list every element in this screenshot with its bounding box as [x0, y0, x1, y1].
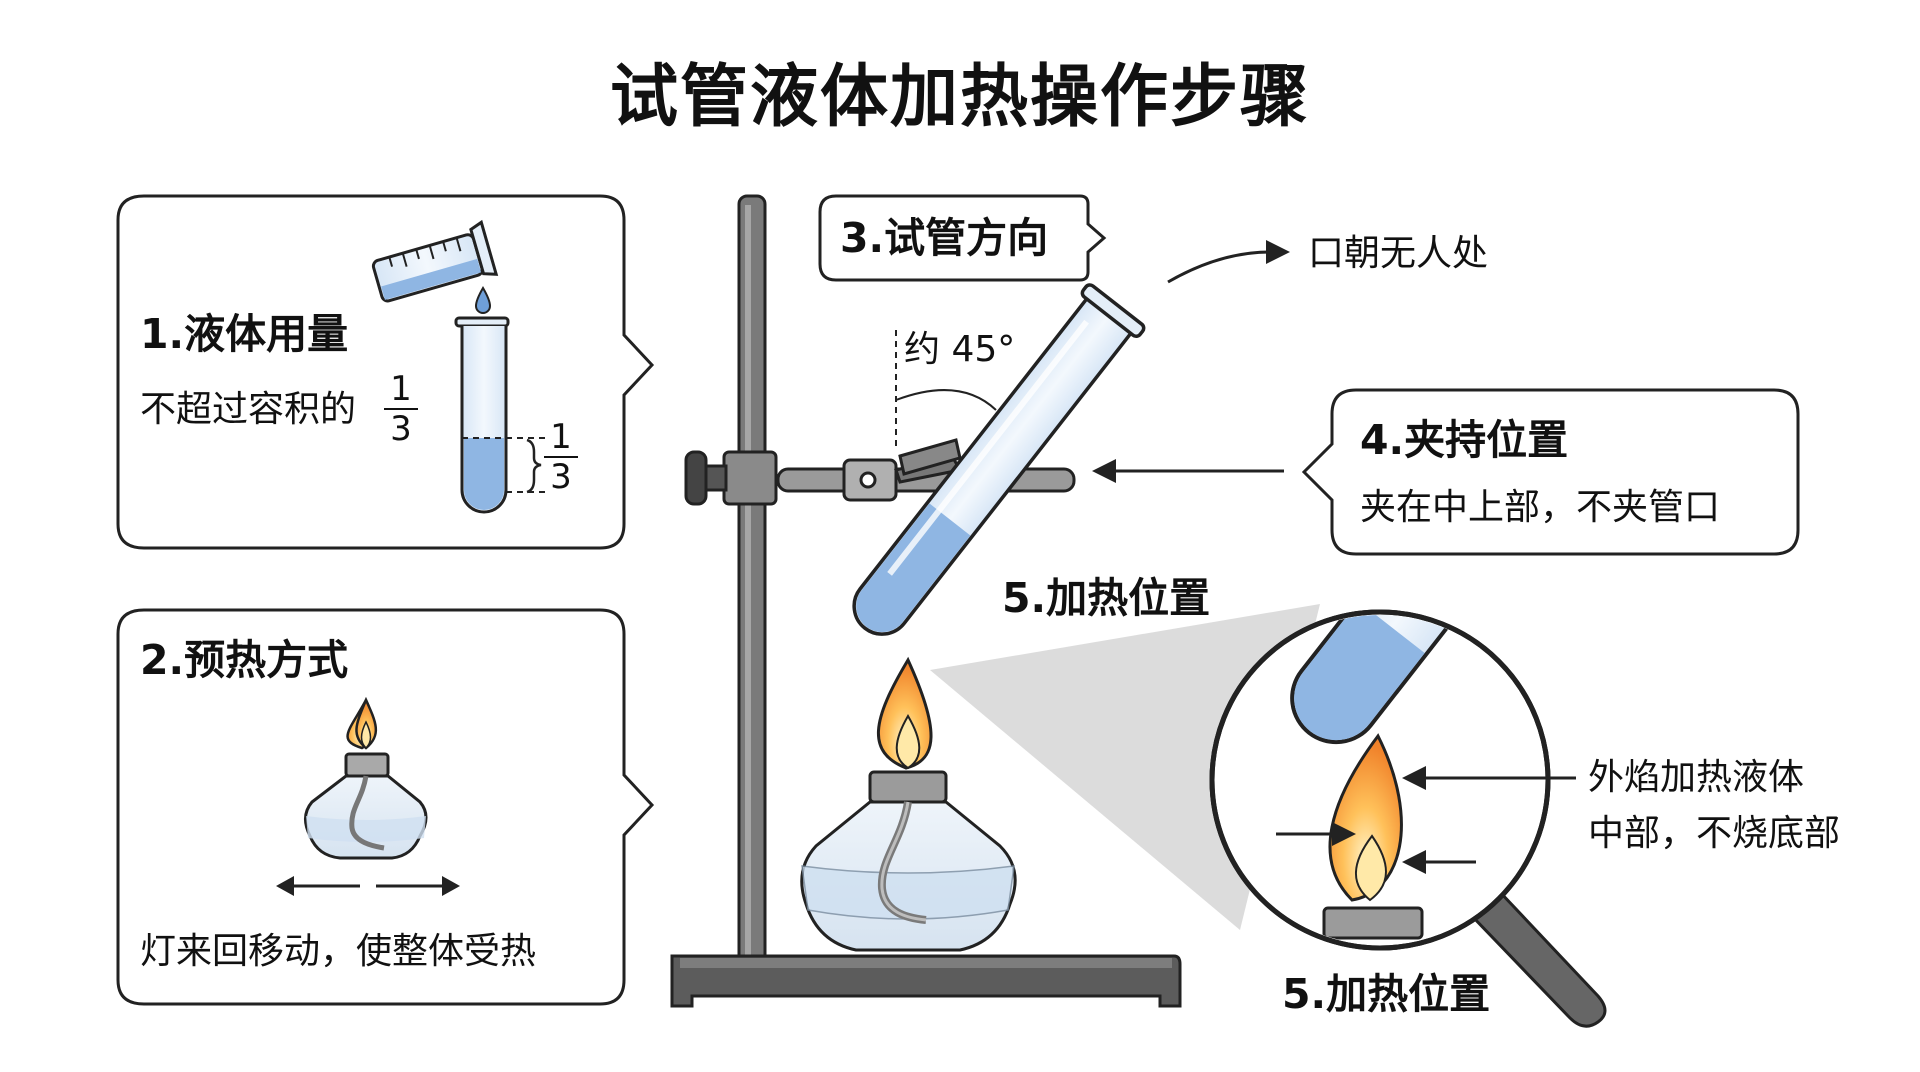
- magnifier: [930, 604, 1607, 1028]
- step-5-heading: 5.加热位置: [1002, 574, 1211, 622]
- mouth-direction-text: 口朝无人处: [1308, 233, 1489, 274]
- clamp-jaw: [898, 438, 962, 476]
- step-3-heading: 3.试管方向: [840, 214, 1049, 262]
- liquid-drop-icon: [474, 286, 492, 314]
- step-1-fraction: 1 3: [384, 372, 418, 446]
- tube-fraction-numerator: 1: [544, 420, 578, 458]
- step-5-text-line-2: 中部，不烧底部: [1588, 813, 1841, 854]
- step-4-heading: 4.夹持位置: [1360, 416, 1569, 464]
- alcohol-lamp-large: [800, 656, 1017, 952]
- panel-1-callout: [116, 194, 655, 550]
- panel-4-callout: [1301, 388, 1800, 556]
- tube-fraction: 1 3: [544, 420, 578, 494]
- mouth-direction-arrow: [1167, 240, 1290, 284]
- page-title: 试管液体加热操作步骤: [609, 58, 1310, 137]
- step-2-heading: 2.预热方式: [140, 636, 349, 684]
- step-2-text: 灯来回移动，使整体受热: [140, 931, 537, 972]
- iron-stand: [670, 194, 1182, 1008]
- step-5-text-line-1: 外焰加热液体: [1588, 757, 1805, 798]
- step-1-fraction-denominator: 3: [390, 409, 412, 449]
- step-5-heading-bottom: 5.加热位置: [1282, 970, 1491, 1018]
- step-4-text: 夹在中上部，不夹管口: [1360, 487, 1721, 528]
- step-1-heading: 1.液体用量: [140, 310, 349, 358]
- move-right-arrow: [376, 876, 460, 896]
- alcohol-lamp-small-icon: [304, 696, 428, 860]
- tube-fraction-denominator: 3: [550, 457, 572, 497]
- panel-3-callout: [818, 194, 1107, 282]
- angle-marker: [895, 330, 997, 450]
- graduated-cylinder-icon: [371, 219, 499, 303]
- step-1-fraction-numerator: 1: [384, 372, 418, 410]
- move-left-arrow: [276, 876, 360, 896]
- test-tube-small-icon: [454, 316, 545, 514]
- step-1-text: 不超过容积的: [140, 389, 357, 430]
- clamp-position-arrow: [1092, 459, 1284, 483]
- tilt-angle-label: 约 45°: [904, 329, 1016, 370]
- test-tube-large: [852, 283, 1146, 636]
